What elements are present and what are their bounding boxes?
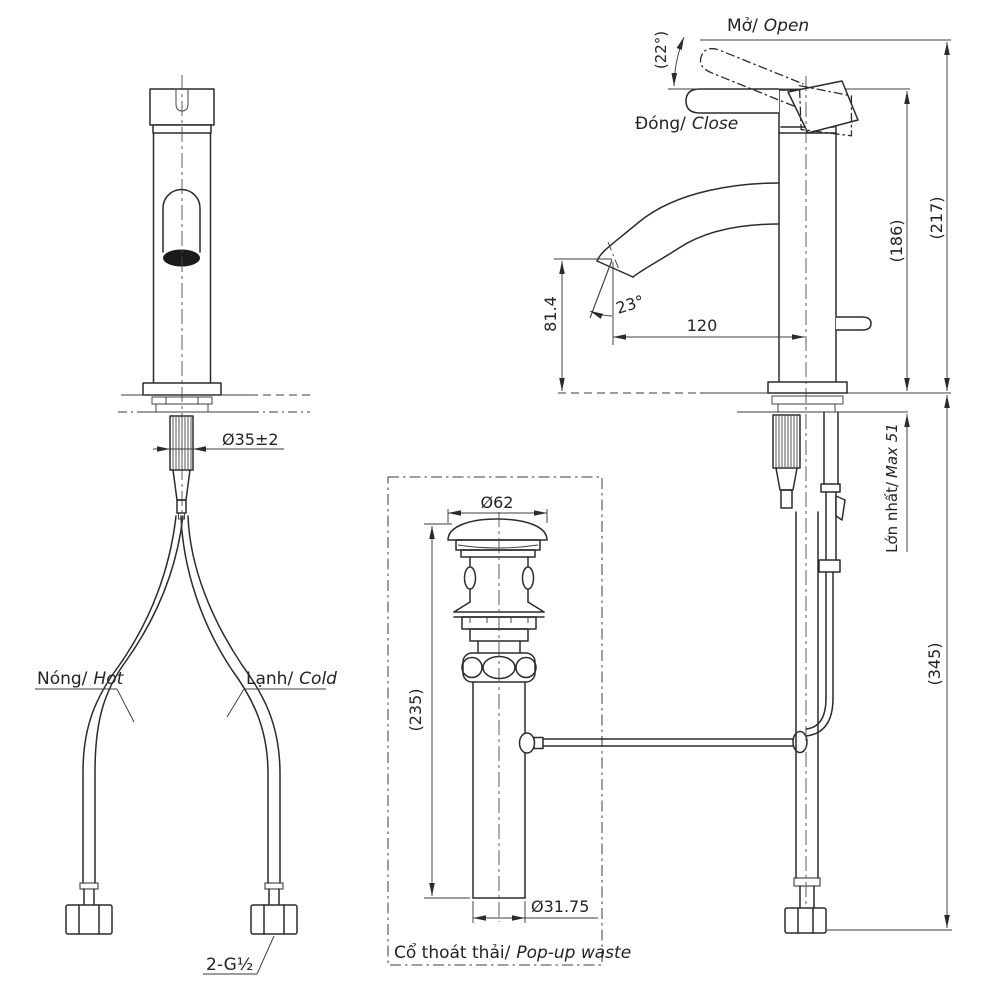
svg-text:Lạnh/Cold: Lạnh/Cold — [246, 669, 337, 689]
dim-height-closed: (186) — [887, 91, 910, 391]
dim-handle-open-angle: (22°) — [652, 31, 685, 87]
side-shank — [772, 414, 801, 469]
hot-hose-nut — [65, 904, 113, 935]
cold-supply-hose — [180, 515, 298, 935]
label-open: Mở/Open — [727, 16, 809, 36]
front-shank — [169, 415, 194, 471]
dim-handle-open-angle-text: (22°) — [652, 31, 670, 69]
popup-waste-box — [387, 476, 603, 966]
dim-outlet-height-text: 81.4 — [541, 296, 560, 332]
dim-height-closed-text: (186) — [887, 219, 906, 262]
front-outlet-opening — [163, 249, 200, 267]
side-popup-rod — [792, 411, 846, 754]
label-hot: Nóng/Hot — [35, 669, 135, 723]
hot-supply-hose — [65, 515, 184, 935]
side-supply-hose — [784, 511, 827, 934]
cold-hose-nut — [250, 904, 298, 935]
side-spout — [596, 182, 780, 262]
side-flange — [767, 381, 848, 394]
dim-max-deck-thickness: Lớn nhất/Max 51 — [883, 414, 910, 553]
dim-popup-cap-diameter: Ø62 — [447, 493, 548, 523]
dim-shank-diameter: Ø35±2 — [153, 430, 284, 452]
side-hose-nut — [784, 907, 827, 934]
label-close: Đóng/Close — [635, 114, 738, 134]
dim-shank-diameter-text: Ø35±2 — [222, 430, 279, 449]
side-rod-end-knob — [792, 730, 808, 754]
dim-outlet-height: 81.4 — [541, 258, 612, 391]
dim-outlet-angle-text: 23° — [614, 291, 647, 317]
supply-connector-text: 2-G½ — [206, 955, 253, 975]
dim-popup-length-text: (235) — [406, 688, 425, 731]
front-view: Ø35±2 Nóng/Hot Lạnh/Cold 2-G½ — [35, 75, 337, 975]
side-shank-thread-hatch — [775, 416, 798, 467]
popup-cap — [447, 518, 548, 541]
handle-closed — [685, 88, 779, 114]
dim-spout-reach: 120 — [613, 316, 805, 340]
dim-popup-length: (235) — [406, 523, 470, 899]
side-lift-rod-knob — [836, 316, 872, 331]
dim-hose-length: (345) — [925, 395, 950, 928]
dim-popup-pipe-diameter-text: Ø31.75 — [531, 897, 589, 916]
dim-hose-length-text: (345) — [925, 642, 944, 685]
label-supply-connector: 2-G½ — [203, 935, 275, 975]
popup-rod-knob — [518, 732, 536, 754]
dim-max-deck-text: Lớn nhất/Max 51 — [883, 423, 901, 553]
label-popup-waste: Cổ thoát thải/Pop-up waste — [394, 942, 631, 963]
dim-popup-cap-diameter-text: Ø62 — [481, 493, 514, 512]
dim-spout-reach-text: 120 — [687, 316, 718, 335]
handle-open-phantom — [699, 47, 853, 137]
dim-popup-pipe-diameter: Ø31.75 — [472, 897, 598, 923]
dim-height-open: (217) — [927, 42, 950, 391]
popup-waste-view: Ø62 (235) Ø31.75 Cổ thoát thải/Pop-up wa… — [387, 476, 795, 966]
side-view: (22°) Mở/Open Đóng/Close 23° 81.4 120 (1… — [541, 16, 952, 934]
label-cold: Lạnh/Cold — [226, 669, 337, 718]
dim-height-open-text: (217) — [927, 196, 946, 239]
front-outlet — [162, 188, 201, 253]
svg-text:Nóng/Hot: Nóng/Hot — [37, 669, 125, 689]
